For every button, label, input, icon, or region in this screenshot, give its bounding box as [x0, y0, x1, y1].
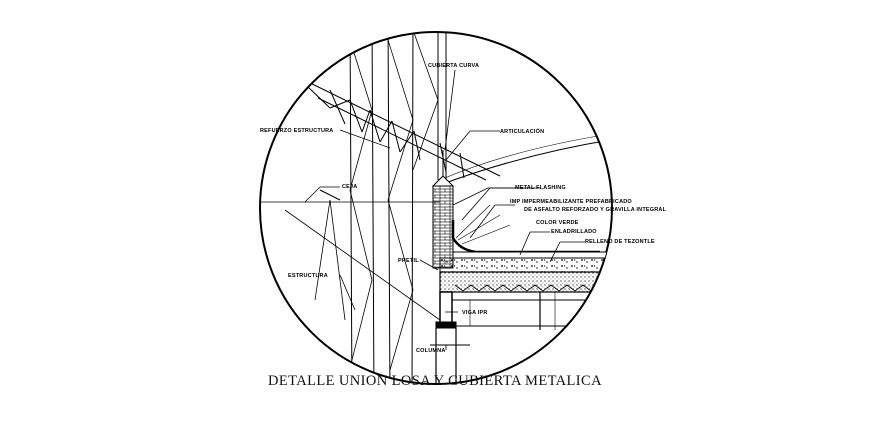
curved-roof	[439, 139, 611, 186]
truss-verticals	[349, 32, 447, 384]
label-metal-flashing: METAL FLASHING	[515, 185, 566, 191]
brick-paving-layer	[452, 251, 612, 259]
label-impermeabilizante-1: IMP IMPERMEABILIZANTE PREFABRICADO	[510, 199, 632, 205]
label-columna: COLUMNA	[416, 348, 446, 354]
label-estructura: ESTRUCTURA	[288, 273, 328, 279]
fill-layer	[439, 257, 612, 273]
label-refuerzo-estructura: REFUERZO ESTRUCTURA	[260, 128, 333, 134]
column	[430, 328, 470, 384]
leader-lines	[304, 69, 585, 350]
label-viga: VIGA IPR	[462, 310, 488, 316]
drawing-title: DETALLE UNION LOSA Y CUBIERTA METALICA	[268, 373, 602, 389]
label-articulacion: ARTICULACIÓN	[500, 127, 544, 135]
beam	[435, 291, 600, 330]
label-cubierta-curva: CUBIERTA CURVA	[428, 63, 479, 69]
parapet-wall	[432, 185, 454, 269]
label-relleno: RELLENO DE TEZONTLE	[585, 239, 655, 245]
label-impermeabilizante-2: DE ASFALTO REFORZADO Y GRAVILLA INTEGRAL	[524, 207, 667, 213]
label-pretil: PRETIL	[398, 258, 419, 264]
truss-diagonals	[314, 32, 439, 371]
label-ceja: CEJA	[342, 184, 357, 190]
label-impermeabilizante-3: COLOR VERDE	[536, 220, 579, 226]
label-enladrillado: ENLADRILLADO	[551, 229, 597, 235]
